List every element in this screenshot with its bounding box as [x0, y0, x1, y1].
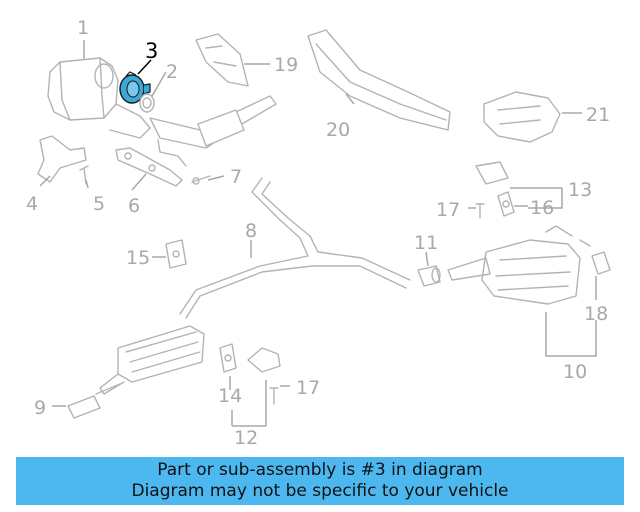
- part-11-clamp[interactable]: [417, 265, 441, 287]
- callout-13[interactable]: 13: [568, 179, 592, 201]
- callout-1[interactable]: 1: [77, 17, 89, 39]
- callout-7[interactable]: 7: [230, 166, 242, 188]
- part-7-bolt[interactable]: [191, 175, 211, 185]
- part-3-clamp-highlighted[interactable]: [119, 71, 151, 104]
- callout-labels: 1 2 3 4 5 6 7 8 9 10 11 12 13 14 15 16 1…: [26, 17, 610, 449]
- front-muffler[interactable]: [99, 325, 205, 395]
- callout-4[interactable]: 4: [26, 193, 38, 215]
- part-4-heat-shield-bracket[interactable]: [37, 135, 87, 183]
- callout-8[interactable]: 8: [245, 220, 257, 242]
- callout-18[interactable]: 18: [584, 303, 608, 325]
- callout-21[interactable]: 21: [586, 104, 610, 126]
- part-17-bolt-lower[interactable]: [269, 387, 279, 405]
- banner-line-part-info: Part or sub-assembly is #3 in diagram: [157, 460, 483, 480]
- callout-5[interactable]: 5: [93, 193, 105, 215]
- callout-10[interactable]: 10: [563, 361, 587, 383]
- part-18-bracket[interactable]: [591, 251, 611, 275]
- callout-12[interactable]: 12: [234, 427, 258, 449]
- part-21-rear-heat-shield[interactable]: [483, 91, 561, 143]
- exhaust-parts-diagram: 1 2 3 4 5 6 7 8 9 10 11 12 13 14 15 16 1…: [26, 17, 611, 449]
- part-6-hanger-bracket[interactable]: [115, 147, 183, 187]
- part-13-hanger-bracket[interactable]: [475, 161, 509, 185]
- leader-lines: [39, 40, 597, 427]
- part-15-rubber-mount[interactable]: [165, 239, 187, 269]
- part-19-heat-shield[interactable]: [195, 33, 249, 87]
- part-20-heat-shield-tunnel[interactable]: [307, 29, 451, 131]
- part-8-center-pipe[interactable]: [179, 177, 411, 319]
- callout-16[interactable]: 16: [530, 197, 554, 219]
- rear-muffler[interactable]: [447, 225, 591, 305]
- part-1-catalytic-converter[interactable]: [47, 57, 151, 139]
- callout-19[interactable]: 19: [274, 54, 298, 76]
- front-pipe-assembly[interactable]: [149, 95, 277, 167]
- callout-20[interactable]: 20: [326, 119, 350, 141]
- callout-15[interactable]: 15: [126, 247, 150, 269]
- banner-line-disclaimer: Diagram may not be specific to your vehi…: [131, 481, 509, 501]
- callout-17-upper[interactable]: 17: [436, 199, 460, 221]
- callout-2[interactable]: 2: [166, 61, 178, 83]
- callout-3-highlighted[interactable]: 3: [145, 39, 158, 63]
- part-14-rubber-mount[interactable]: [219, 343, 237, 373]
- callout-11[interactable]: 11: [414, 232, 438, 254]
- part-16-rubber-mount[interactable]: [497, 191, 515, 217]
- part-2-gasket[interactable]: [139, 93, 155, 113]
- callout-14[interactable]: 14: [218, 385, 242, 407]
- part-17-bolt-upper[interactable]: [475, 203, 485, 219]
- callout-17-lower[interactable]: 17: [296, 377, 320, 399]
- part-12-bracket[interactable]: [247, 347, 281, 373]
- callout-6[interactable]: 6: [128, 195, 140, 217]
- part-9-tail-pipe[interactable]: [67, 383, 121, 419]
- callout-9[interactable]: 9: [34, 397, 46, 419]
- info-banner: Part or sub-assembly is #3 in diagram Di…: [16, 457, 624, 505]
